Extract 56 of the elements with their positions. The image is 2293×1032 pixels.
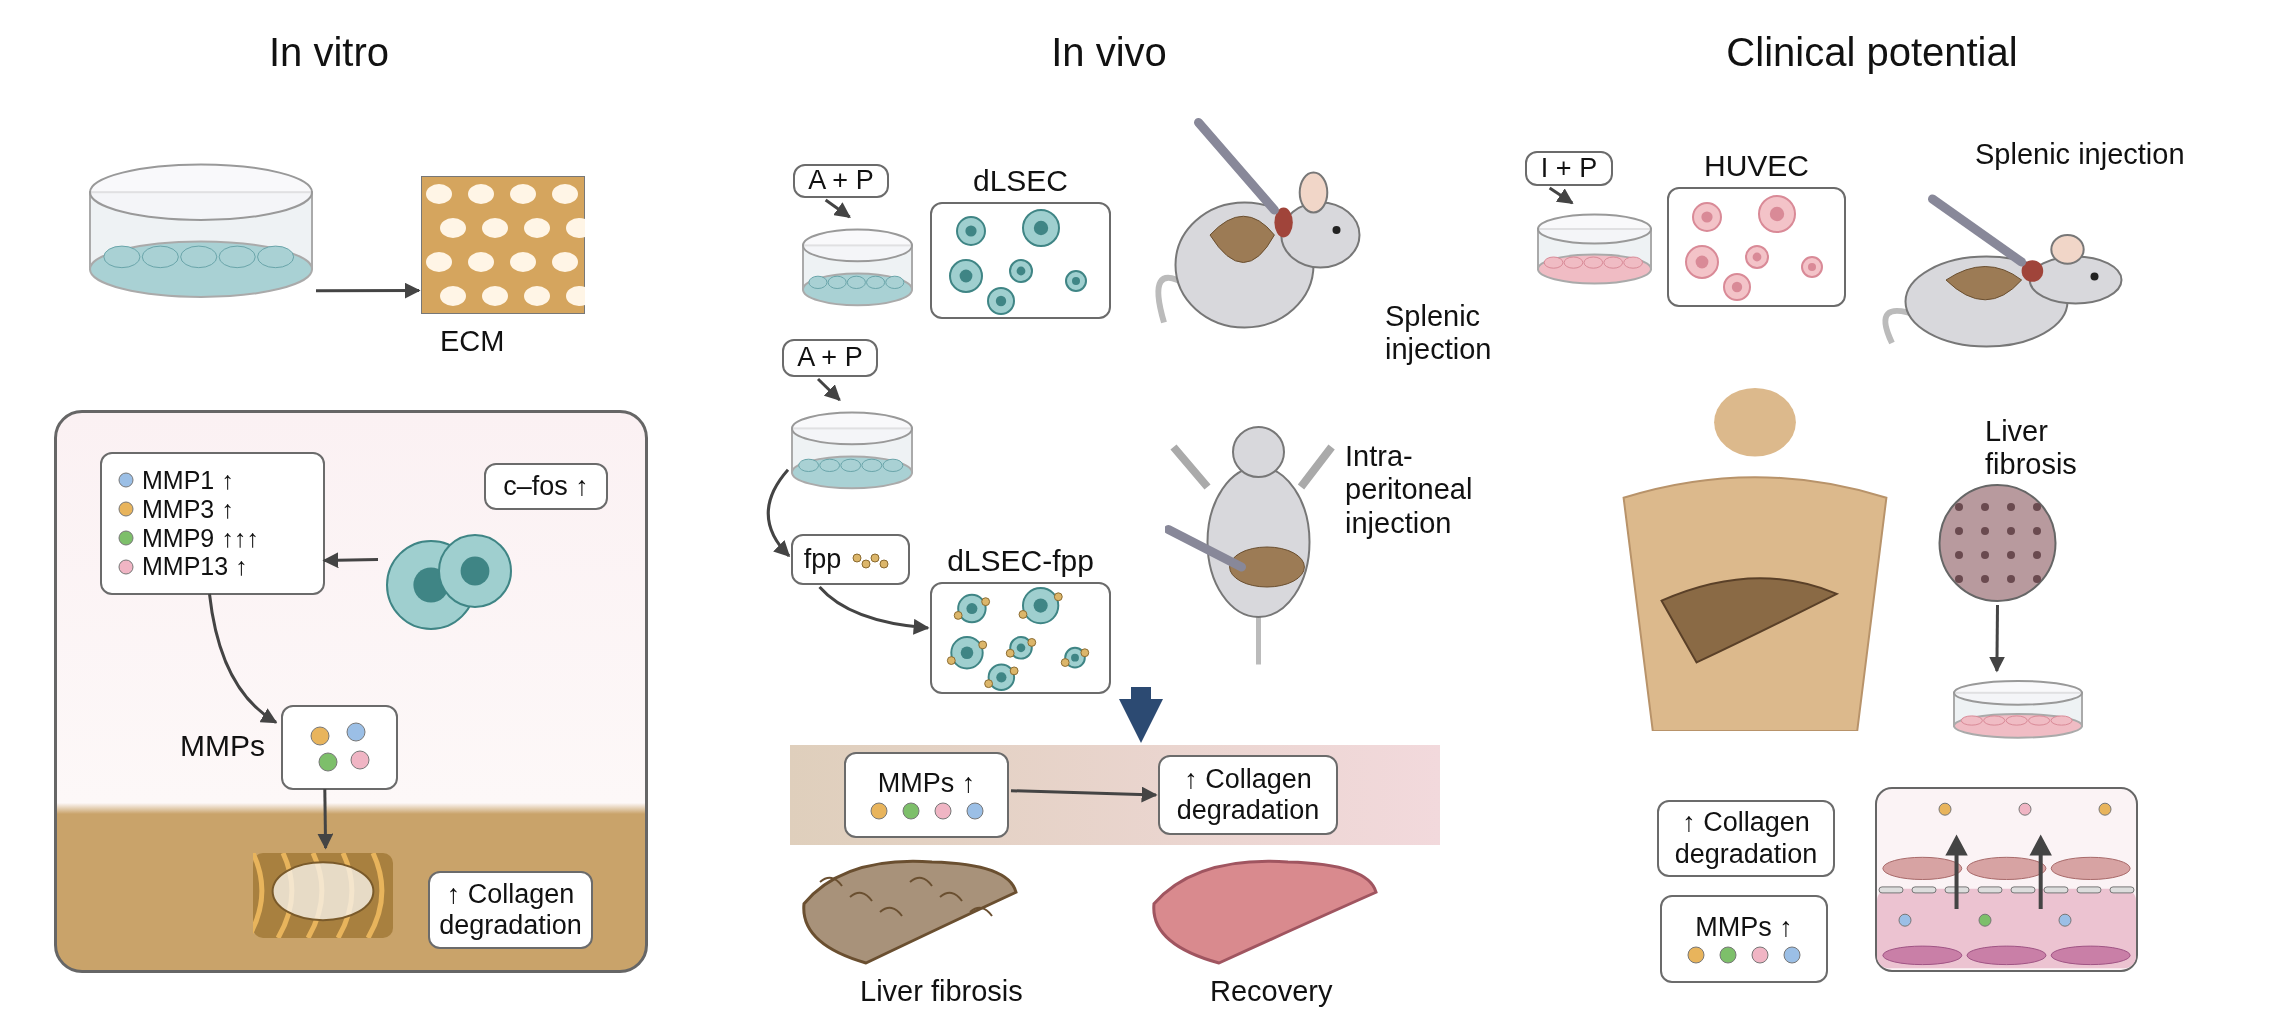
text-box bbox=[791, 534, 910, 585]
node-label: Splenic injection bbox=[1385, 300, 1493, 367]
text-box bbox=[484, 463, 608, 510]
box-label: I + P bbox=[1540, 153, 1598, 185]
arrow bbox=[322, 552, 379, 569]
protein-label: MMP13 ↑ bbox=[142, 552, 248, 581]
box-heading: dLSEC-fpp bbox=[947, 544, 1094, 579]
node-label: Liver fibrosis bbox=[860, 975, 1024, 1009]
box-label: MMPs ↑ bbox=[877, 768, 976, 800]
protein-label: MMP9 ↑↑↑ bbox=[142, 523, 259, 553]
collagen-mesh-drawing bbox=[421, 176, 585, 314]
section-heading: In vivo bbox=[1051, 30, 1167, 75]
text-box bbox=[1660, 895, 1828, 983]
node-label: Liver fibrosis bbox=[1985, 415, 2075, 482]
protein-label: MMP1 ↑ bbox=[142, 466, 234, 495]
node-label: Recovery bbox=[1210, 975, 1334, 1009]
box-heading: MMPs bbox=[180, 729, 265, 764]
text-box bbox=[782, 339, 878, 377]
text-box bbox=[844, 752, 1009, 838]
arrow bbox=[317, 788, 334, 850]
panel-background bbox=[790, 745, 1440, 845]
text-box bbox=[100, 452, 325, 595]
box-label: fpp bbox=[803, 543, 842, 575]
arrow bbox=[1548, 186, 1574, 205]
box-heading: dLSEC bbox=[972, 164, 1069, 199]
tissue-section-drawing bbox=[1875, 787, 2138, 972]
node-label: Intra-peritoneal injection bbox=[1345, 440, 1474, 541]
arrow bbox=[1119, 687, 1163, 743]
text-box bbox=[1525, 151, 1613, 186]
section-heading: In vitro bbox=[269, 30, 389, 75]
section-heading: Clinical potential bbox=[1726, 30, 2018, 75]
arrow bbox=[316, 282, 421, 299]
degraded-matrix-drawing bbox=[253, 853, 393, 938]
arrow bbox=[208, 593, 278, 724]
box-label: ↑ Collagen degradation bbox=[1175, 763, 1321, 827]
panel-background bbox=[54, 410, 648, 973]
arrow bbox=[1010, 786, 1158, 803]
text-box bbox=[793, 164, 889, 198]
node-label: Splenic injection bbox=[1975, 138, 2186, 172]
box-label: MMPs ↑ bbox=[1695, 912, 1793, 944]
box-label: A + P bbox=[808, 165, 874, 197]
text-box bbox=[1158, 755, 1338, 835]
arrow bbox=[818, 585, 930, 635]
box-label: ↑ Collagen degradation bbox=[439, 878, 582, 942]
box-label: c–fos ↑ bbox=[503, 470, 589, 502]
arrow bbox=[1989, 605, 2005, 673]
arrow bbox=[816, 377, 841, 402]
text-box bbox=[428, 871, 593, 949]
box-label: A + P bbox=[797, 342, 863, 374]
box-heading: HUVEC bbox=[1704, 149, 1809, 184]
protein-label: MMP3 ↑ bbox=[142, 494, 234, 524]
text-box bbox=[1657, 800, 1835, 877]
arrow bbox=[824, 198, 851, 219]
node-label: ECM bbox=[440, 325, 506, 359]
arrow bbox=[766, 468, 791, 558]
box-label: ↑ Collagen degradation bbox=[1673, 807, 1819, 870]
